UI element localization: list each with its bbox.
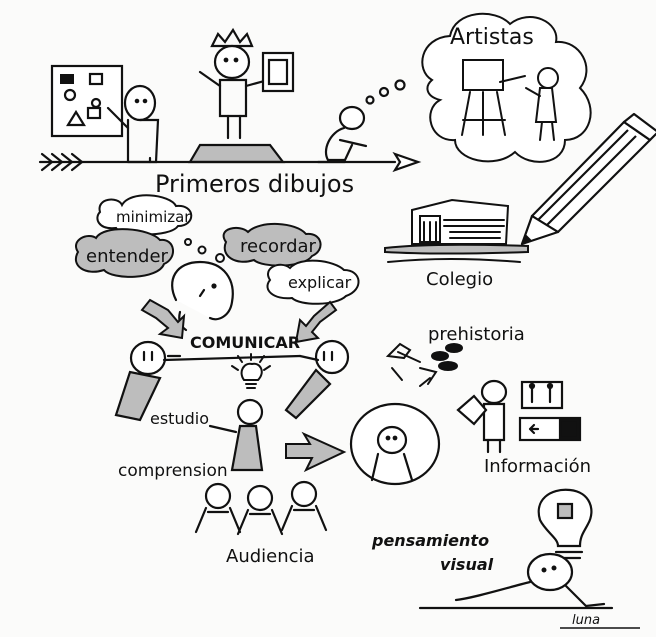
label-minimizar: minimizar xyxy=(116,208,191,226)
label-signature: luna xyxy=(572,613,600,628)
label-colegio: Colegio xyxy=(426,269,493,290)
cave-painting xyxy=(385,342,463,387)
lightbulb-icon xyxy=(231,353,271,389)
audience-figures xyxy=(194,480,328,536)
word-clouds xyxy=(75,194,360,305)
label-visual: visual xyxy=(440,555,494,574)
idea-lightbulb-figure xyxy=(418,488,614,610)
labels: Artistas Primeros dibujos minimizar ente… xyxy=(86,25,600,628)
label-comprension: comprension xyxy=(118,461,228,481)
listener-bubble xyxy=(349,402,441,486)
label-prehistoria: prehistoria xyxy=(428,324,525,345)
label-informacion: Información xyxy=(484,456,591,477)
information-icons xyxy=(456,379,582,454)
label-artistas: Artistas xyxy=(450,25,534,50)
communication-figures xyxy=(114,339,350,422)
label-estudio: estudio xyxy=(150,409,209,428)
label-recordar: recordar xyxy=(240,236,317,257)
thinking-crouched-figure xyxy=(316,79,406,164)
timeline-arrow xyxy=(38,151,422,173)
label-audiencia: Audiencia xyxy=(226,546,315,567)
feedback-arrow xyxy=(285,431,347,473)
pencil-icon xyxy=(520,112,656,246)
label-pensamiento: pensamiento xyxy=(371,531,489,550)
comunicar-arrows xyxy=(140,298,338,344)
whiteboard-drawing-figure xyxy=(50,64,160,164)
school-building xyxy=(384,198,529,263)
student-figure xyxy=(208,398,264,472)
artistas-cloud xyxy=(421,12,592,163)
podium-king-figure xyxy=(188,27,295,164)
label-entender: entender xyxy=(86,246,169,267)
label-comunicar: COMUNICAR xyxy=(190,333,300,352)
label-primeros-dibujos: Primeros dibujos xyxy=(155,170,354,198)
label-explicar: explicar xyxy=(288,273,352,292)
